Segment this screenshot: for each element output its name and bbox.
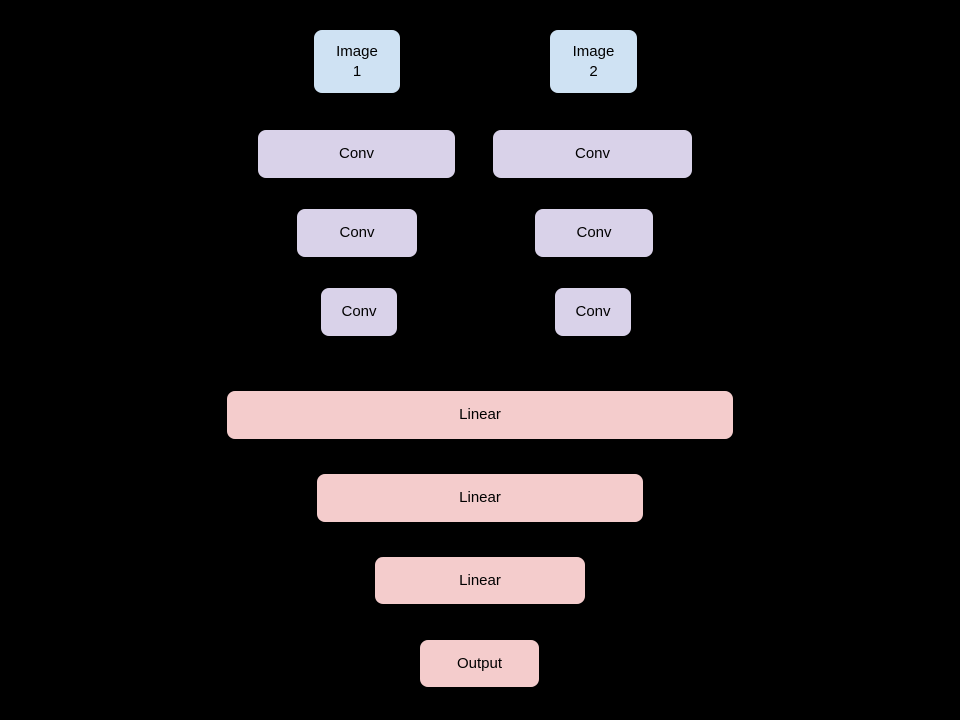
node-output-label: Output [456, 654, 503, 672]
node-image-2-label: Image 2 [572, 43, 615, 80]
node-linear-3-label: Linear [459, 571, 501, 589]
node-linear-2: Linear [317, 474, 643, 522]
node-linear-3: Linear [375, 557, 585, 604]
node-conv-row1-right: Conv [493, 130, 692, 178]
node-conv-row3-right: Conv [555, 288, 631, 336]
node-output: Output [420, 640, 539, 687]
node-conv-row3-right-label: Conv [575, 303, 611, 321]
node-image-1-label: Image 1 [336, 43, 378, 80]
node-conv-row1-right-label: Conv [574, 145, 611, 163]
node-linear-1-label: Linear [459, 406, 501, 424]
node-conv-row1-left-label: Conv [338, 145, 375, 163]
node-linear-1: Linear [227, 391, 733, 439]
node-image-2: Image 2 [550, 30, 637, 93]
node-conv-row3-left-label: Conv [341, 303, 377, 321]
node-conv-row3-left: Conv [321, 288, 397, 336]
node-conv-row2-left: Conv [297, 209, 417, 257]
node-image-1: Image 1 [314, 30, 400, 93]
node-conv-row2-right-label: Conv [576, 224, 612, 242]
node-conv-row1-left: Conv [258, 130, 455, 178]
node-conv-row2-left-label: Conv [339, 224, 375, 242]
node-linear-2-label: Linear [459, 489, 501, 507]
node-conv-row2-right: Conv [535, 209, 653, 257]
